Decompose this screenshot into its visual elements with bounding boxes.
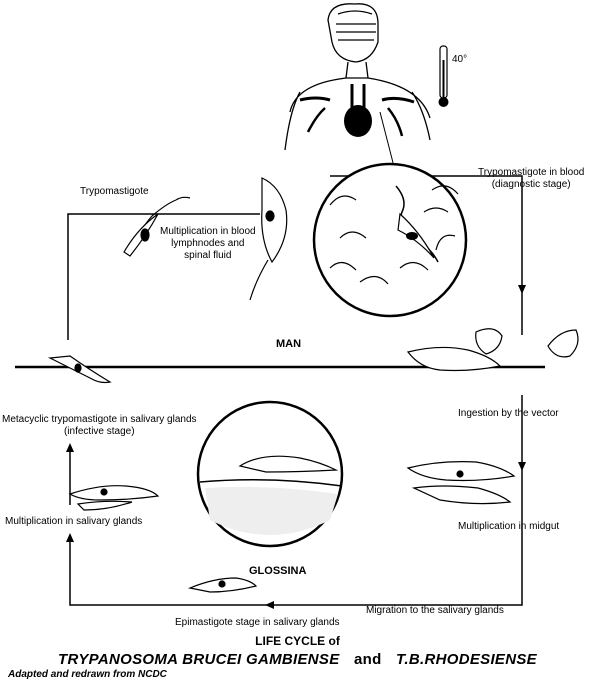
ingestion-label: Ingestion by the vector bbox=[458, 408, 559, 419]
human-figure-illustration bbox=[284, 3, 431, 151]
migration-label: Migration to the salivary glands bbox=[366, 605, 504, 616]
arrow-up-left-lower bbox=[66, 533, 74, 542]
trypomastigote-label: Trypomastigote bbox=[80, 186, 149, 197]
cycle-arrows bbox=[66, 285, 526, 609]
thermometer-icon bbox=[438, 45, 449, 107]
source-credit: Adapted and redrawn from NCDC bbox=[8, 669, 167, 680]
vector-magnification-circle bbox=[196, 400, 344, 548]
diagram-title: LIFE CYCLE of bbox=[255, 634, 340, 648]
tsetse-fly-illustration bbox=[406, 328, 579, 372]
midgut-multiplication-illustration bbox=[406, 461, 516, 505]
heart-illustration bbox=[344, 105, 372, 137]
dividing-trypomastigote-illustration bbox=[249, 177, 288, 301]
host-glossina-label: GLOSSINA bbox=[249, 565, 307, 577]
diagram-subtitle: TRYPANOSOMA BRUCEI GAMBIENSE and T.B.RHO… bbox=[0, 651, 595, 668]
salivary-multiplication-illustration bbox=[68, 485, 160, 511]
arrow-down-right-upper bbox=[518, 285, 526, 294]
blood-magnification-circle bbox=[312, 162, 468, 318]
arrow-down-right-lower bbox=[518, 462, 526, 471]
epimastigote-label: Epimastigote stage in salivary glands bbox=[175, 617, 340, 628]
metacyclic-label: Metacyclic trypomastigote in salivary gl… bbox=[2, 414, 197, 437]
title-connector: and bbox=[354, 651, 382, 668]
species-rhodesiense: T.B.RHODESIENSE bbox=[396, 651, 537, 668]
arrow-left-bottom bbox=[265, 601, 274, 609]
trypomastigote-blood-label: Trypomastigote in blood (diagnostic stag… bbox=[478, 167, 585, 190]
multiplication-midgut-label: Multiplication in midgut bbox=[458, 521, 560, 532]
species-gambiense: TRYPANOSOMA BRUCEI GAMBIENSE bbox=[58, 651, 340, 668]
arrow-up-left-upper bbox=[66, 443, 74, 452]
multiplication-salivary-label: Multiplication in salivary glands bbox=[5, 516, 143, 527]
metacyclic-trypomastigote-illustration bbox=[47, 355, 112, 384]
multiplication-blood-label: Multiplication in blood lymphnodes and s… bbox=[160, 226, 256, 261]
temperature-label: 40° bbox=[452, 54, 468, 65]
trypomastigote-illustration bbox=[123, 196, 191, 257]
host-man-label: MAN bbox=[276, 338, 302, 350]
epimastigote-illustration bbox=[187, 577, 258, 593]
